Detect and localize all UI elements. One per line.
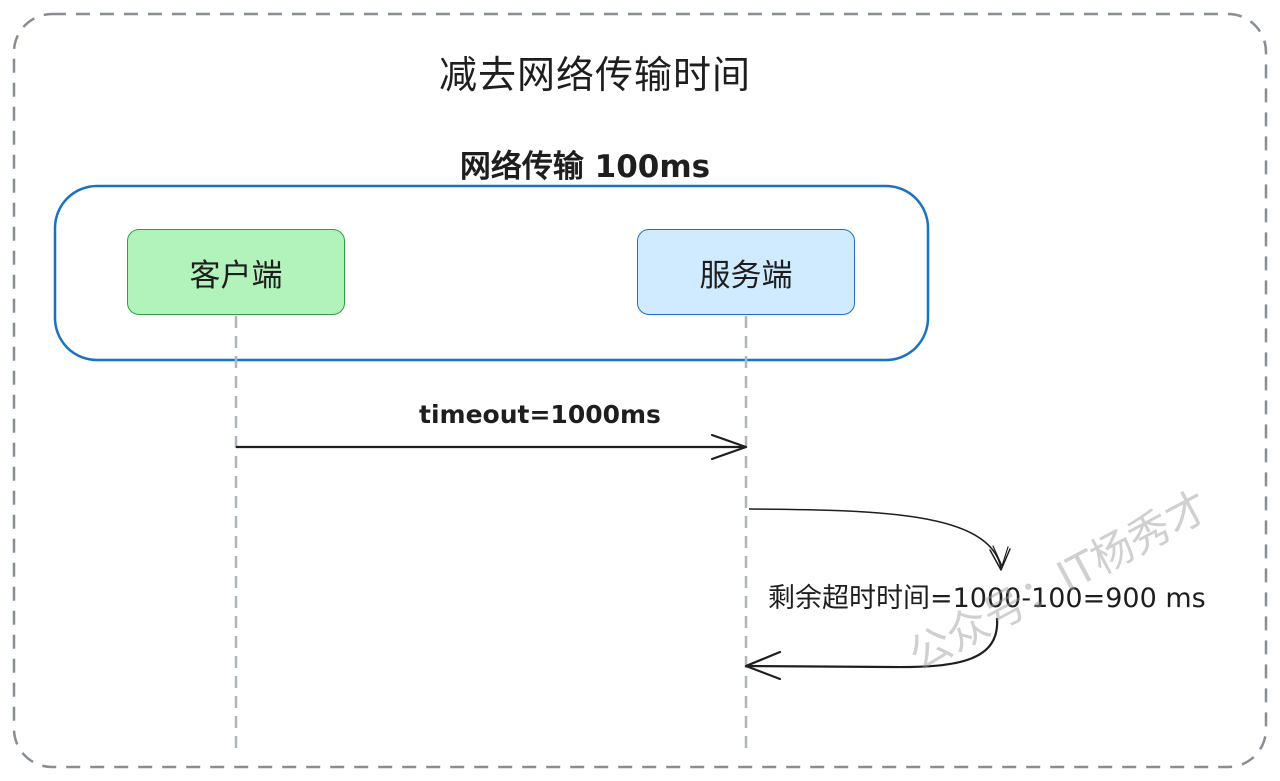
server-node: 服务端 [637, 229, 855, 315]
remaining-timeout-label: 剩余超时时间=1000-100=900 ms [768, 583, 1206, 614]
outer-frame [12, 12, 1268, 769]
network-transfer-label: 网络传输 100ms [459, 149, 711, 185]
response-arrow [744, 617, 999, 681]
client-node: 客户端 [127, 229, 345, 315]
diagram-title: 减去网络传输时间 [438, 53, 751, 97]
request-arrow [236, 433, 748, 461]
server-node-label: 服务端 [699, 257, 793, 294]
processing-curve-arrow [748, 508, 1011, 571]
client-node-label: 客户端 [189, 257, 283, 294]
network-group-box [53, 184, 930, 362]
request-message-label: timeout=1000ms [419, 400, 661, 429]
